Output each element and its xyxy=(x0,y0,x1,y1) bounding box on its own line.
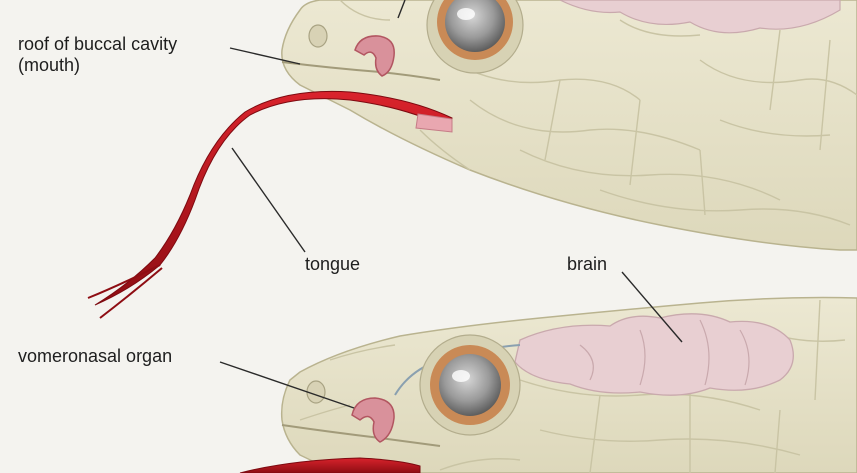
bottom-eye xyxy=(439,354,501,416)
bottom-head-body xyxy=(280,296,857,473)
top-tongue-fork-b xyxy=(99,267,163,319)
bottom-brain-folds xyxy=(579,319,750,386)
tongue-label: tongue xyxy=(305,254,361,274)
top-snake-head xyxy=(87,0,857,319)
brain-leader-line xyxy=(621,271,683,343)
top-head-scales xyxy=(339,0,857,226)
bottom-tongue xyxy=(239,457,421,473)
roof-label-line-2: (mouth) xyxy=(18,55,81,75)
vomeronasal-leader-line xyxy=(219,361,355,409)
top-tongue-fork-a xyxy=(87,264,161,299)
roof-of-buccal-cavity-label: roof of buccal cavity (mouth) xyxy=(18,34,177,76)
top-tongue-sheath xyxy=(415,113,453,133)
bottom-brain xyxy=(514,313,794,396)
roof-leader-line xyxy=(229,47,301,65)
top-tongue xyxy=(94,90,453,306)
roof-label-line-1: roof of buccal cavity xyxy=(18,34,178,54)
top-nostril xyxy=(308,24,328,48)
bottom-head-scales xyxy=(299,299,846,473)
top-brain xyxy=(559,0,841,34)
tongue-leader-line xyxy=(231,147,306,253)
bottom-vomeronasal-organ xyxy=(351,397,395,443)
bottom-eye-highlight xyxy=(452,370,470,382)
bottom-nostril xyxy=(306,380,326,404)
leader-lines xyxy=(219,0,683,409)
top-edge-leader-line xyxy=(397,0,406,19)
bottom-snake-head xyxy=(239,296,857,473)
top-eye-highlight xyxy=(457,8,475,20)
top-head-body xyxy=(281,0,857,251)
vomeronasal-organ-label: vomeronasal organ xyxy=(18,346,173,366)
brain-label: brain xyxy=(567,254,608,274)
top-vomeronasal-organ xyxy=(354,35,395,77)
